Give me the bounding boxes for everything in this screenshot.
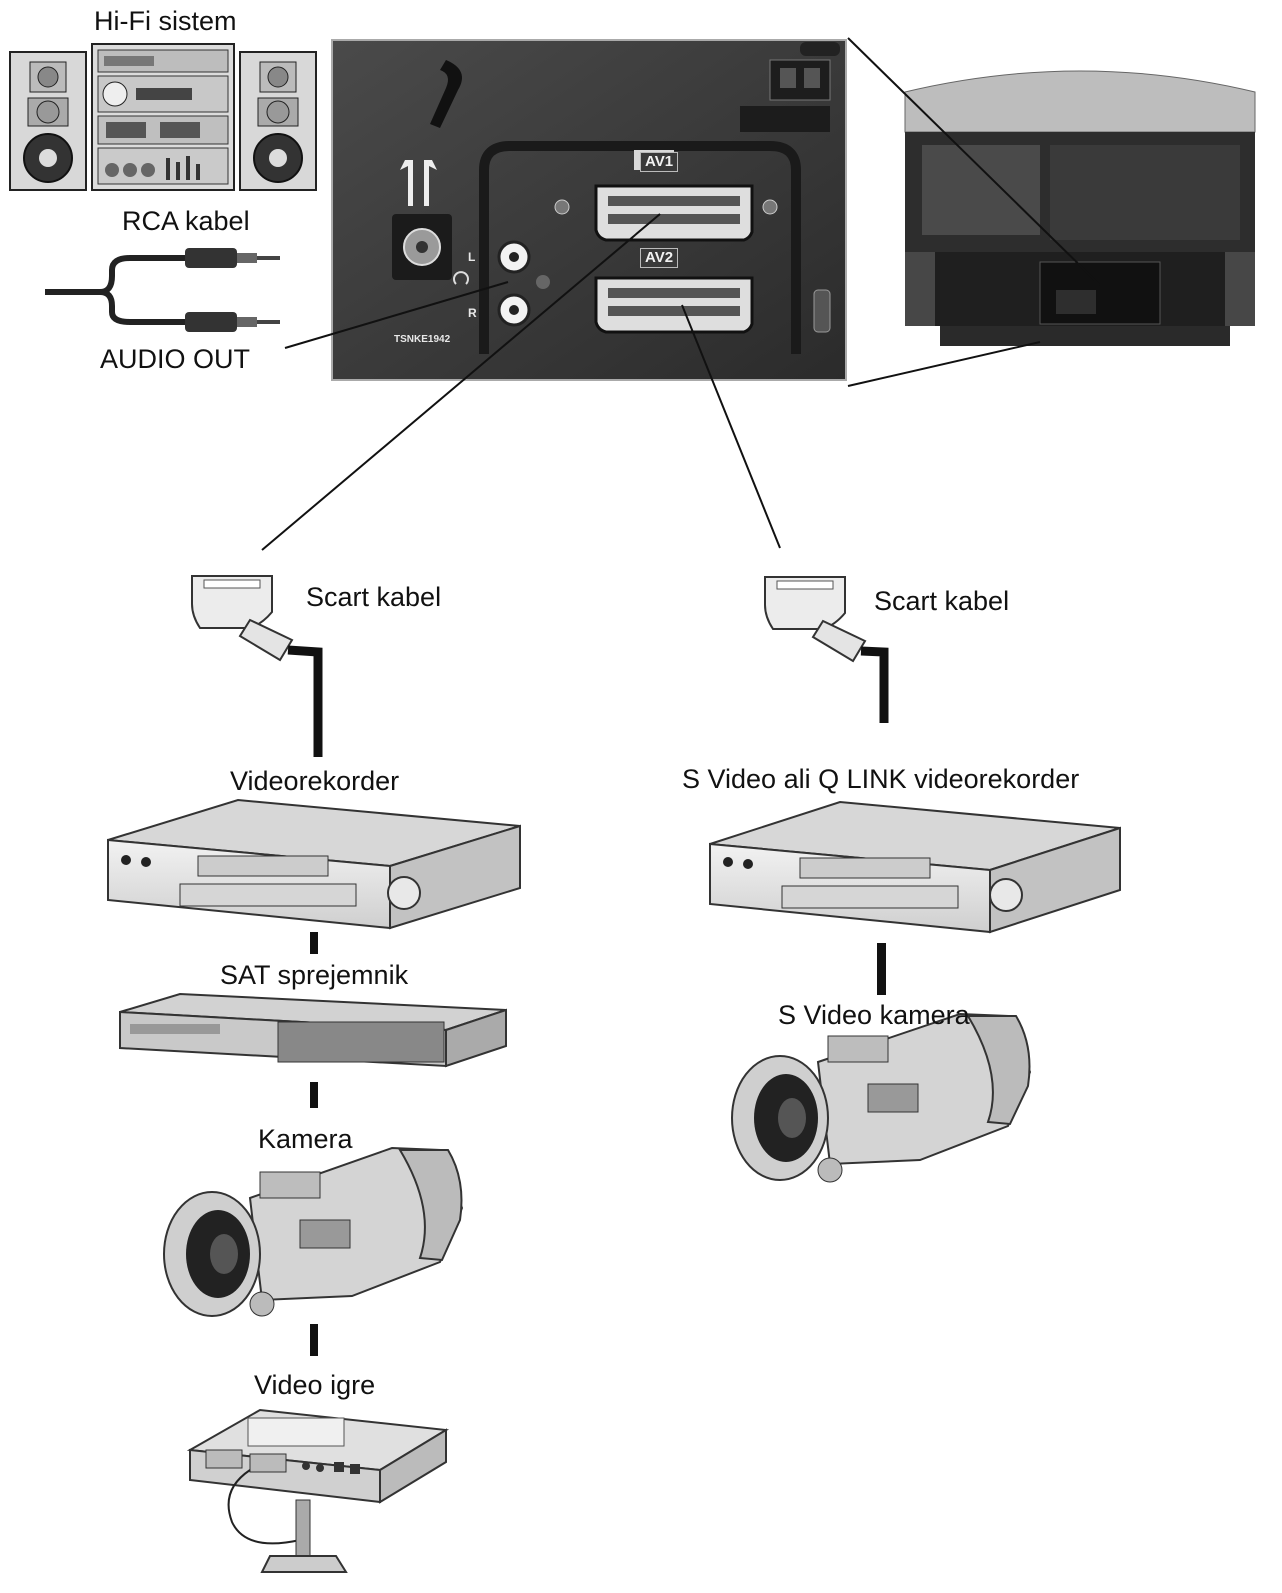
right-speaker [239,51,317,191]
tv-rear-panel [331,39,847,381]
audio-out-jacks [453,240,550,327]
rca-cable-label: RCA kabel [122,206,250,236]
audio-out-label: AUDIO OUT [100,344,251,374]
connector-sat-camera [310,1082,318,1108]
scart-socket-av1 [594,184,754,242]
scart-socket-av2 [594,276,754,334]
av1-connection-line [261,213,661,551]
audio-right-marking: R [468,306,477,320]
audio-out-connection-line [284,281,509,349]
scart-cable-right-label: Scart kabel [874,586,1010,616]
vcr-left-illustration [107,798,521,930]
connector-vcr-sat [310,932,318,954]
vcr-right-illustration [709,800,1121,934]
scart-plug-right [764,576,889,723]
leader-line-top [847,37,1101,286]
av2-badge: AV2 [640,248,679,268]
scart-plug-left [191,575,323,757]
rca-cable-illustration [45,248,280,332]
connector-camera-games [310,1324,318,1356]
camera-right-illustration [731,1012,1032,1183]
vcr-left-label: Videorekorder [230,766,400,796]
av1-badge: AV1 [640,152,679,172]
svideo-camera-label: S Video kamera [778,1000,970,1030]
tv-rear-view [904,70,1256,346]
panel-model-code: TSNKE1942 [394,334,451,345]
scart-cable-left-label: Scart kabel [306,582,442,612]
sat-receiver-illustration [119,992,507,1068]
hifi-system-label: Hi-Fi sistem [94,6,237,36]
game-console-illustration [186,1408,450,1573]
audio-left-marking: L [468,250,476,264]
video-games-label: Video igre [254,1370,376,1400]
leader-line-bottom [847,341,1041,387]
antenna-socket-area [392,160,452,280]
stereo-tower [91,43,235,191]
hifi-system-illustration [9,43,317,191]
camera-left-label: Kamera [258,1124,353,1154]
left-speaker [9,51,87,191]
sat-receiver-label: SAT sprejemnik [220,960,409,990]
av2-connection-line [681,304,781,549]
vcr-right-label: S Video ali Q LINK videorekorder [682,764,1080,794]
camera-left-illustration [163,1146,464,1317]
connector-vcr-svideo-camera [877,943,886,995]
